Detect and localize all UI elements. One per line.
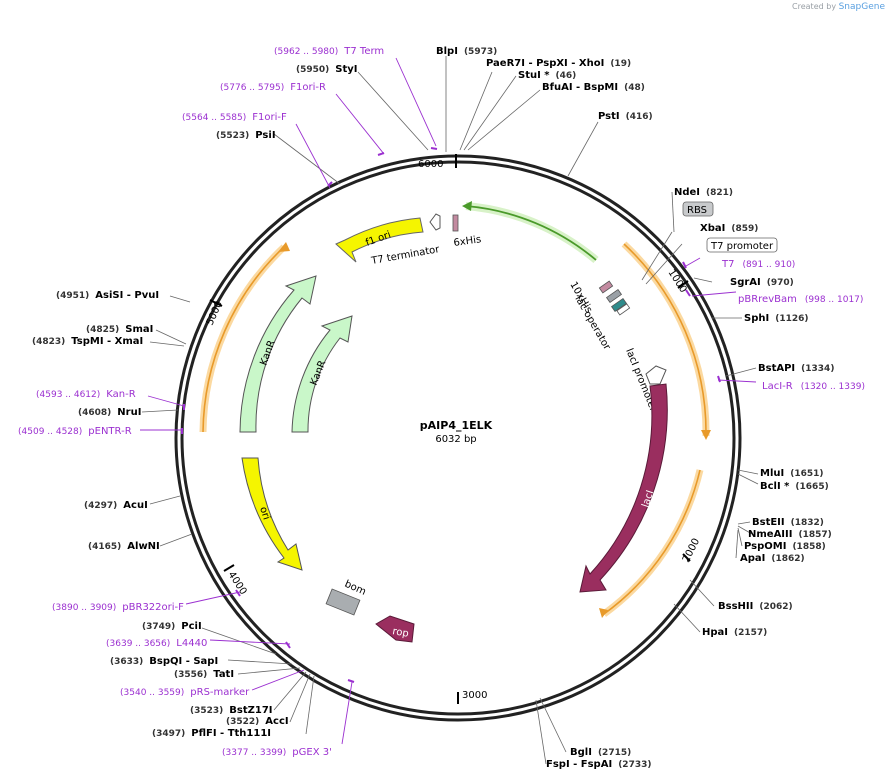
snapgene-logo: SnapGene	[838, 2, 885, 12]
enzyme-connectors	[141, 56, 759, 765]
primer-label: (3540 .. 3559)pRS-marker	[120, 687, 250, 698]
t7-promoter-label: T7 promoter	[706, 237, 778, 253]
primer-label: (3890 .. 3909)pBR322ori-F	[52, 602, 184, 613]
feature-t7-terminator-arrow	[429, 213, 441, 231]
primer-label: (5962 .. 5980)T7 Term	[274, 46, 384, 57]
primer-label: (4509 .. 4528)pENTR-R	[18, 426, 132, 437]
feature-label: lacI	[640, 489, 656, 509]
primer-label: T7(891 .. 910)	[721, 259, 795, 270]
enzyme-label: (4165)AlwNI	[88, 541, 160, 552]
lac-operon-arc	[462, 201, 599, 264]
feature-label: ori	[257, 506, 271, 522]
enzyme-label: PspOMI(1858)	[744, 541, 826, 552]
enzyme-label: (3749)PciI	[142, 621, 202, 632]
feature-label: T7 terminator	[370, 244, 442, 267]
enzyme-label: BfuAI - BspMI(48)	[542, 82, 645, 93]
enzyme-label: FspI - FspAI(2733)	[546, 759, 651, 770]
tick-label: 3000	[462, 690, 487, 701]
primer-labels: (5962 .. 5980)T7 Term (5776 .. 5795)F1or…	[18, 46, 865, 758]
primer-label: (3377 .. 3399)pGEX 3'	[222, 747, 332, 758]
primer-connectors	[140, 57, 757, 745]
feature-label: 6xHis	[453, 234, 482, 249]
enzyme-label: SgrAI(970)	[730, 277, 794, 288]
primer-label: (4593 .. 4612)Kan-R	[36, 389, 136, 400]
enzyme-label: (5523)PsiI	[216, 130, 276, 141]
enzyme-label: PstI(416)	[598, 111, 653, 122]
enzyme-label: HpaI(2157)	[702, 627, 767, 638]
primer-label: (5564 .. 5585)F1ori-F	[182, 112, 287, 123]
primer-label: pBRrevBam(998 .. 1017)	[738, 294, 863, 305]
feature-label: rop	[391, 626, 409, 640]
enzyme-label: NdeI(821)	[674, 187, 733, 198]
enzyme-label: StuI *(46)	[518, 70, 576, 81]
enzyme-label: SphI(1126)	[744, 313, 808, 324]
enzyme-label: (4823)TspMI - XmaI	[32, 336, 143, 347]
enzyme-label: (4951)AsiSI - PvuI	[56, 290, 159, 301]
feature-bom: bom	[325, 579, 368, 616]
enzyme-label: MluI(1651)	[760, 468, 824, 479]
enzyme-label: (3523)BstZ17I	[190, 705, 273, 716]
enzyme-label: XbaI(859)	[700, 223, 758, 234]
orange-arcs	[199, 241, 711, 618]
enzyme-label: ApaI(1862)	[740, 553, 805, 564]
enzyme-label: BstAPI(1334)	[758, 363, 834, 374]
enzyme-label: (3497)PflFI - Tth111I	[152, 728, 271, 739]
enzyme-label: (3556)TatI	[174, 669, 234, 680]
enzyme-label: (5950)StyI	[296, 64, 358, 75]
feature-ori: ori	[241, 457, 303, 571]
enzyme-label: BstEII(1832)	[752, 517, 824, 528]
plasmid-size: 6032 bp	[435, 434, 476, 445]
rbs-text: RBS	[687, 205, 707, 216]
snapgene-credit: Created by SnapGene	[792, 2, 885, 12]
backbone	[174, 154, 742, 722]
enzyme-label: BlpI(5973)	[436, 46, 497, 57]
feature-laci: lacI	[579, 383, 668, 593]
feature-rop: rop	[375, 615, 415, 643]
tick-label: 2000	[681, 537, 702, 565]
primer-marks	[181, 147, 721, 683]
feature-kanr-outer: KanR	[239, 275, 317, 433]
primer-label: (3639 .. 3656)L4440	[106, 638, 207, 649]
enzyme-label: BclI *(1665)	[760, 481, 829, 492]
enzyme-label: (4825)SmaI	[86, 324, 153, 335]
feature-label: lac operator	[572, 294, 612, 353]
primer-label: (5776 .. 5795)F1ori-R	[220, 82, 326, 93]
enzyme-label: (4297)AcuI	[84, 500, 148, 511]
tick-label: 6000	[418, 159, 443, 170]
enzyme-label: (3633)BspQI - SapI	[110, 656, 218, 667]
enzyme-labels: BlpI(5973) PaeR7I - PspXI - XhoI(19) Stu…	[32, 46, 834, 770]
enzyme-label: PaeR7I - PspXI - XhoI(19)	[486, 58, 631, 69]
enzyme-label: BglI(2715)	[570, 747, 631, 758]
enzyme-label: (4608)NruI	[78, 407, 141, 418]
t7-promoter-text: T7 promoter	[710, 241, 774, 252]
feature-kanr-inner: KanR	[291, 315, 353, 433]
enzyme-label: BssHII(2062)	[718, 601, 793, 612]
rbs-label: RBS	[682, 201, 714, 217]
tick-label: 5000	[205, 299, 225, 327]
feature-6xhis: 6xHis	[452, 214, 482, 249]
plasmid-name: pAIP4_1ELK	[420, 419, 493, 432]
credit-text: Created by	[792, 2, 837, 11]
enzyme-label: (3522)AccI	[226, 716, 289, 727]
primer-label: LacI-R(1320 .. 1339)	[762, 381, 865, 392]
feature-10xhis: 10xHis lac operator lacI promoter	[567, 280, 658, 414]
enzyme-label: NmeAIII(1857)	[748, 529, 832, 540]
feature-laci-promoter-arrow	[645, 365, 667, 385]
